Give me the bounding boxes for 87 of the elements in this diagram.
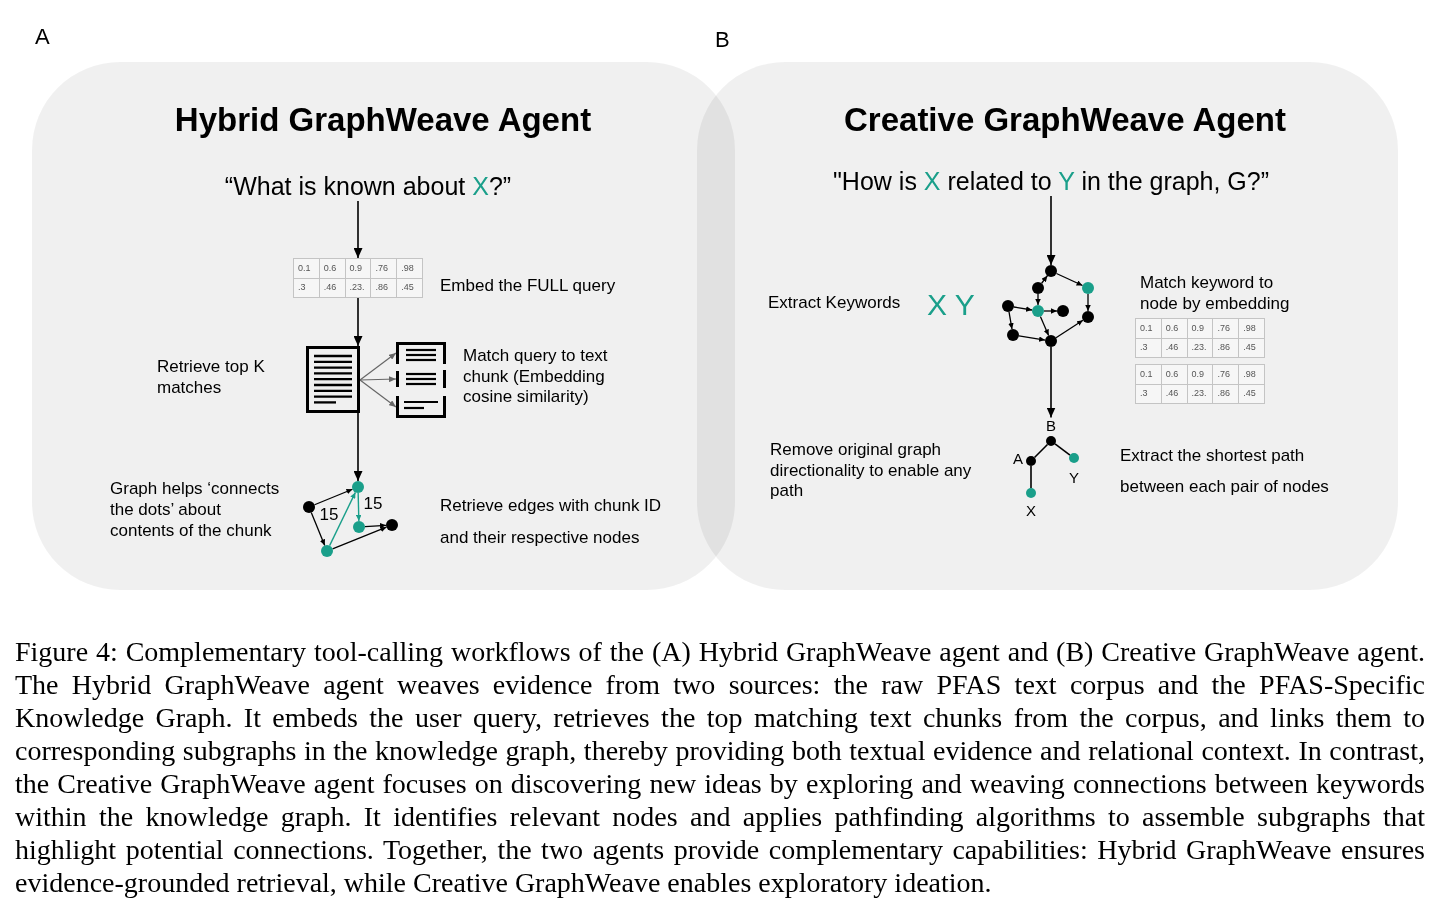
edge-label: 15 (319, 505, 339, 523)
table-cell: .76 (371, 259, 398, 279)
panel-heading: Creative GraphWeave Agent (844, 101, 1286, 139)
document-icon (306, 346, 360, 413)
embedding-table (1135, 364, 1265, 404)
arrow (310, 511, 326, 547)
table-cell: 0.9 (345, 259, 372, 279)
table-cell: .45 (1239, 338, 1265, 358)
node-label: Y (1069, 469, 1079, 485)
table-cell: 0.6 (1161, 319, 1188, 339)
panel-letter: A (35, 24, 50, 50)
table-cell: 0.6 (319, 259, 346, 279)
query-text: “What is known about X?” (224, 171, 512, 201)
text-chunk-icon (396, 342, 446, 364)
arrow (328, 491, 357, 547)
table-cell: .98 (1239, 365, 1265, 385)
edge-label: 15 (363, 494, 383, 512)
arrow (1055, 272, 1084, 287)
arrow (1041, 275, 1048, 284)
table-cell: .23. (1187, 384, 1214, 404)
panel-letter: B (715, 27, 730, 53)
node-label: X (1026, 502, 1036, 518)
step-description: Match query to text chunk (Embedding cosine similarity) (463, 346, 609, 408)
arrow (1013, 306, 1033, 312)
arrow (1046, 346, 1056, 419)
table-cell: .76 (1213, 365, 1240, 385)
node-label: B (1046, 417, 1056, 433)
text-chunk-icon (396, 370, 446, 388)
figure-caption: Figure 4: Complementary tool-calling workflows of the (A) Hybrid GraphWeave agent and (B) Creative GraphWeave agent. The Hybrid GraphWeave agent weaves evidence from two sources: the raw PFAS text corpus and the PFAS-Specific Knowledge Graph. It embeds the user query, retrieves the top matching text chunks from the corpus, and links them to corresponding subgraphs in the knowledge graph, thereby providing both textual evidence and relational context. In contrast, the Creative GraphWeave agent focuses on discovering new ideas by exploring and weaving connections between keywords within the knowledge graph. It identifies relevant nodes and applies pathfinding algorithms to assemble subgraphs that highlight potential connections. Together, the two agents provide complementary capabilities: Hybrid GraphWeave ensures evidence-grounded retrieval, while Creative GraphWeave enables exploratory ideation. (15, 635, 1425, 899)
arrow (359, 352, 397, 381)
step-description: Retrieve top K matches (157, 356, 266, 398)
text-chunk-icon (396, 396, 446, 418)
table-cell: .46 (319, 278, 346, 298)
table-cell: 0.1 (1136, 319, 1162, 339)
node-label: A (1013, 450, 1023, 466)
step-description: Embed the FULL query (440, 274, 616, 296)
table-cell: 0.1 (1136, 365, 1162, 385)
table-cell: .45 (397, 278, 423, 298)
query-text: "How is X related to Y in the graph, G?” (833, 166, 1269, 196)
arrow (359, 379, 397, 408)
table-cell: .45 (1239, 384, 1265, 404)
table-cell: .98 (397, 259, 423, 279)
arrow (353, 200, 363, 259)
table-cell: 0.1 (294, 259, 320, 279)
table-cell: .3 (294, 278, 320, 298)
arrow (1008, 311, 1014, 330)
table-cell: .46 (1161, 384, 1188, 404)
arrow (1035, 293, 1041, 306)
connector-line (1054, 443, 1071, 456)
table-cell: .86 (1213, 384, 1240, 404)
embedding-table (293, 258, 423, 298)
table-cell: .23. (345, 278, 372, 298)
connector-line (1030, 465, 1032, 489)
keyword-letters: X Y (927, 288, 975, 322)
table-cell: 0.9 (1187, 319, 1214, 339)
arrow (355, 492, 362, 522)
step-description: Retrieve edges with chunk ID and their respective nodes (440, 495, 663, 549)
arrow (364, 522, 387, 529)
table-cell: .46 (1161, 338, 1188, 358)
panel-heading: Hybrid GraphWeave Agent (174, 101, 592, 139)
arrow (313, 488, 354, 506)
table-cell: .23. (1187, 338, 1214, 358)
table-cell: .3 (1136, 338, 1162, 358)
arrow (359, 376, 397, 383)
table-cell: 0.6 (1161, 365, 1188, 385)
table-cell: .86 (371, 278, 398, 298)
arrow (1043, 308, 1058, 314)
arrow (1085, 293, 1091, 312)
arrow (1018, 335, 1046, 342)
connector-line (1033, 443, 1049, 459)
arrow (353, 412, 363, 482)
step-description: Extract the shortest path between each pair of nodes (1120, 444, 1330, 498)
arrow (353, 297, 363, 347)
step-description: Match keyword to node by embedding (1140, 271, 1291, 314)
table-cell: .98 (1239, 319, 1265, 339)
arrow (331, 526, 388, 550)
step-description: Extract Keywords (768, 291, 901, 313)
table-cell: .3 (1136, 384, 1162, 404)
step-description: Remove original graph directionality to enable any path (770, 440, 973, 502)
arrow (1039, 315, 1050, 337)
step-description: Graph helps ‘connects the dots’ about contents of the chunk (110, 477, 281, 541)
table-cell: .86 (1213, 338, 1240, 358)
table-cell: 0.9 (1187, 365, 1214, 385)
arrow (1055, 319, 1084, 339)
embedding-table (1135, 318, 1265, 358)
table-cell: .76 (1213, 319, 1240, 339)
arrow (1046, 195, 1056, 266)
